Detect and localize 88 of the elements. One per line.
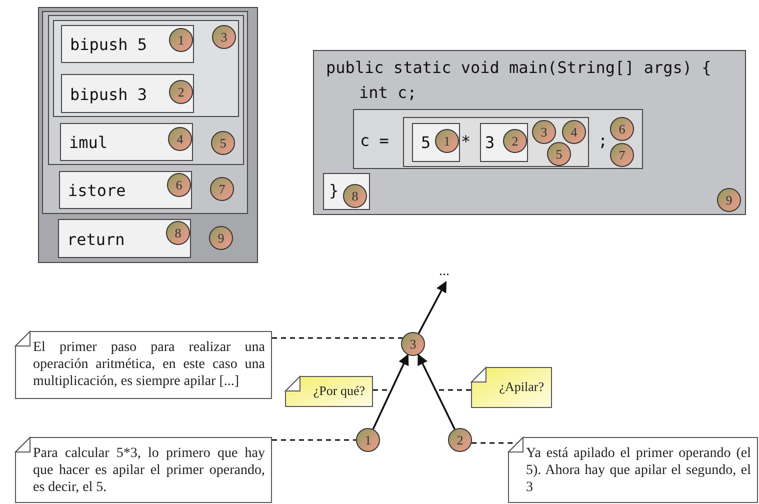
step-number: 4: [570, 126, 578, 138]
instruction-text: return: [67, 232, 125, 248]
step-circle: [210, 177, 234, 201]
arrow: [418, 281, 447, 334]
question-note: [471, 367, 552, 408]
step-number: 2: [512, 134, 518, 148]
code-box: [323, 173, 370, 210]
step-circle: [211, 131, 235, 155]
note-text: Para calcular 5*3, lo primero que hay que hacer es apilar el primer operando, es decir, el 5.: [33, 446, 265, 496]
note-card: [15, 437, 272, 503]
code-text: 5: [421, 135, 431, 151]
step-number: 3: [410, 338, 416, 350]
step-number: 1: [364, 434, 372, 446]
step-circle: [209, 226, 233, 250]
step-number: 4: [176, 132, 184, 146]
grouping-frame: [48, 15, 244, 165]
instruction-text: istore: [68, 183, 126, 199]
step-number: 6: [618, 122, 626, 136]
step-number: 8: [352, 190, 358, 202]
code-panel: [313, 50, 746, 215]
arrow: [372, 354, 409, 430]
arrow: [417, 354, 456, 430]
step-number: 1: [178, 34, 184, 46]
step-number: 5: [556, 148, 562, 160]
note-text: Ya está apilado el primer operando (el 5). Ahora hay que apilar el segundo, el 3: [526, 446, 751, 496]
step-number: 6: [176, 178, 182, 192]
leader-line: [472, 442, 517, 444]
step-circle: [562, 120, 586, 144]
step-circle: [448, 428, 472, 452]
step-number: 8: [174, 226, 182, 240]
question-text: ¿Por qué?: [313, 382, 365, 398]
leader-line: [373, 389, 392, 391]
step-number: 5: [220, 136, 226, 150]
step-circle: [168, 127, 192, 151]
instruction-box: [58, 219, 191, 258]
step-circle: [532, 120, 556, 144]
step-circle: [435, 129, 459, 153]
expression-box: [403, 117, 589, 167]
note-text: El primer paso para realizar una operación aritmética, en este caso una multiplicación, es siempre apilar [...]: [33, 340, 265, 390]
grouping-frame: [53, 20, 239, 117]
step-circle: [401, 332, 425, 356]
question-text: ¿Apilar?: [499, 378, 544, 394]
step-number: 1: [444, 134, 450, 148]
step-number: 9: [218, 232, 224, 244]
step-circle: [343, 184, 367, 208]
statement-box: [353, 109, 643, 169]
step-circle: [610, 117, 634, 141]
step-number: 9: [726, 194, 732, 206]
step-circle: [717, 188, 741, 212]
code-text: }: [329, 183, 339, 199]
code-text: 3: [485, 135, 495, 151]
instruction-text: bipush 3: [70, 86, 148, 102]
question-note: [285, 376, 373, 407]
code-box: [412, 123, 460, 162]
code-text: ;: [598, 133, 608, 149]
instruction-text: bipush 5: [70, 37, 148, 53]
step-number: 3: [540, 126, 548, 138]
operator-text: *: [461, 134, 471, 150]
step-number: 7: [218, 182, 226, 196]
step-circle: [547, 142, 571, 166]
step-number: 2: [178, 86, 184, 98]
note-card: [15, 331, 272, 399]
step-circle: [166, 221, 190, 245]
instruction-text: imul: [69, 135, 108, 151]
instruction-box: [61, 74, 194, 113]
step-circle: [169, 80, 193, 104]
bytecode-panel: [38, 7, 258, 263]
step-number: 2: [456, 434, 464, 446]
step-circle: [167, 173, 191, 197]
instruction-box: [61, 25, 194, 63]
step-circle: [169, 28, 193, 52]
code-text: int c;: [359, 85, 417, 101]
step-number: 3: [220, 30, 228, 44]
step-circle: [610, 143, 634, 167]
step-circle: [212, 25, 236, 49]
code-box: [480, 123, 528, 162]
leader-line: [272, 439, 356, 441]
grouping-frame: [42, 11, 248, 214]
step-circle: [356, 428, 380, 452]
ellipsis-text: ...: [439, 264, 450, 281]
instruction-box: [60, 123, 193, 161]
leader-line: [272, 337, 403, 339]
code-text: c =: [360, 133, 389, 149]
instruction-box: [59, 171, 192, 209]
note-card: [508, 437, 758, 503]
step-number: 7: [618, 148, 626, 162]
step-circle: [503, 129, 527, 153]
code-text: public static void main(String[] args) {: [326, 60, 712, 76]
